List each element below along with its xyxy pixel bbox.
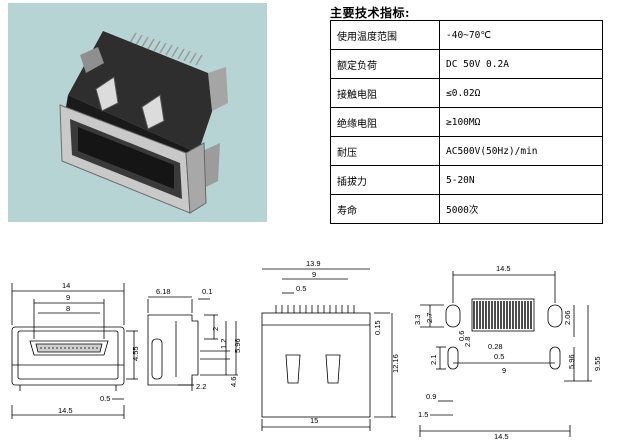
- dim-label: 13.9: [306, 259, 321, 268]
- spec-row: 耐压 AC500V(50Hz)/min: [330, 136, 603, 166]
- dim-label: 2.1: [429, 355, 438, 365]
- dim-label: 1.5: [418, 410, 428, 419]
- dim-label: 0.9: [426, 392, 436, 401]
- dim-label: 15: [310, 416, 318, 425]
- top-view: [261, 268, 396, 431]
- spec-row: 额定负荷 DC 50V 0.2A: [330, 49, 603, 79]
- spec-label: 接触电阻: [330, 78, 440, 108]
- spec-value: ≤0.02Ω: [439, 78, 603, 108]
- spec-value: DC 50V 0.2A: [439, 49, 603, 79]
- spec-label: 绝缘电阻: [330, 107, 440, 137]
- spec-label: 耐压: [330, 136, 440, 166]
- dim-label: 12.16: [391, 354, 400, 373]
- dim-label: 8: [66, 304, 70, 313]
- spec-row: 插拔力 5-20N: [330, 165, 603, 195]
- spec-table: 使用温度范围 -40~70℃ 额定负荷 DC 50V 0.2A 接触电阻 ≤0.…: [330, 20, 603, 224]
- spec-label: 插拔力: [330, 165, 440, 195]
- footprint-dimensions: 14.5 3.3 2.7 0.6 2.8 2.06 0.28 0.5 9 5.9…: [413, 264, 602, 441]
- spec-value: ≥100MΩ: [439, 107, 603, 137]
- dim-label: 14.5: [494, 432, 509, 441]
- dim-label: 3.3: [413, 315, 422, 325]
- spec-row: 寿命 5000次: [330, 194, 603, 224]
- dim-label: 0.5: [494, 352, 504, 361]
- dim-label: 0.15: [373, 320, 382, 335]
- spec-row: 绝缘电阻 ≥100MΩ: [330, 107, 603, 137]
- spec-row: 接触电阻 ≤0.02Ω: [330, 78, 603, 108]
- dim-label: 9.55: [593, 356, 602, 371]
- dim-label: 2.2: [196, 382, 206, 391]
- dim-label: 9: [312, 270, 316, 279]
- pcb-footprint: [419, 271, 592, 437]
- spec-value: -40~70℃: [439, 20, 603, 50]
- dim-label: 2.7: [425, 313, 434, 323]
- dim-label: 2: [211, 327, 220, 331]
- spec-value: 5-20N: [439, 165, 603, 195]
- dim-label: 2.8: [463, 337, 472, 347]
- spec-row: 使用温度范围 -40~70℃: [330, 20, 603, 50]
- spec-title: 主要技术指标:: [330, 6, 410, 20]
- spec-label: 额定负荷: [330, 49, 440, 79]
- top-view-dimensions: 13.9 9 0.5 0.15 12.16 15: [296, 259, 400, 425]
- dim-label: 14.5: [58, 406, 73, 415]
- front-view-dimensions: 14 9 8 4.55 0.5 14.5: [58, 281, 140, 415]
- dim-label: 6.18: [156, 287, 171, 296]
- dim-label: 4.6: [229, 377, 238, 387]
- dim-label: 0.6: [457, 331, 466, 341]
- dim-label: 1.2: [219, 339, 228, 349]
- spec-value: AC500V(50Hz)/min: [439, 136, 603, 166]
- product-photo: [8, 3, 267, 222]
- dim-label: 4.55: [131, 346, 140, 361]
- dim-label: 0.28: [488, 342, 503, 351]
- dim-label: 14.5: [496, 264, 511, 273]
- dim-label: 14: [62, 281, 70, 290]
- spec-value: 5000次: [439, 194, 603, 224]
- dim-label: 0.5: [296, 284, 306, 293]
- technical-drawings: 14 9 8 4.55 0.5 14.5 6.18 0.1 2 1.2 5.96…: [11, 259, 602, 441]
- side-view: [147, 296, 238, 391]
- side-view-dimensions: 6.18 0.1 2 1.2 5.96 4.6 2.2: [156, 287, 242, 391]
- dim-label: 9: [66, 293, 70, 302]
- dim-label: 0.5: [100, 394, 110, 403]
- dim-label: 9: [502, 366, 506, 375]
- spec-label: 寿命: [330, 194, 440, 224]
- dim-label: 2.06: [563, 310, 572, 325]
- dim-label: 5.96: [567, 354, 576, 369]
- dim-label: 5.96: [233, 338, 242, 353]
- hdmi-connector-illustration: [59, 31, 228, 214]
- front-view: [11, 283, 138, 419]
- spec-label: 使用温度范围: [330, 20, 440, 50]
- dim-label: 0.1: [202, 287, 212, 296]
